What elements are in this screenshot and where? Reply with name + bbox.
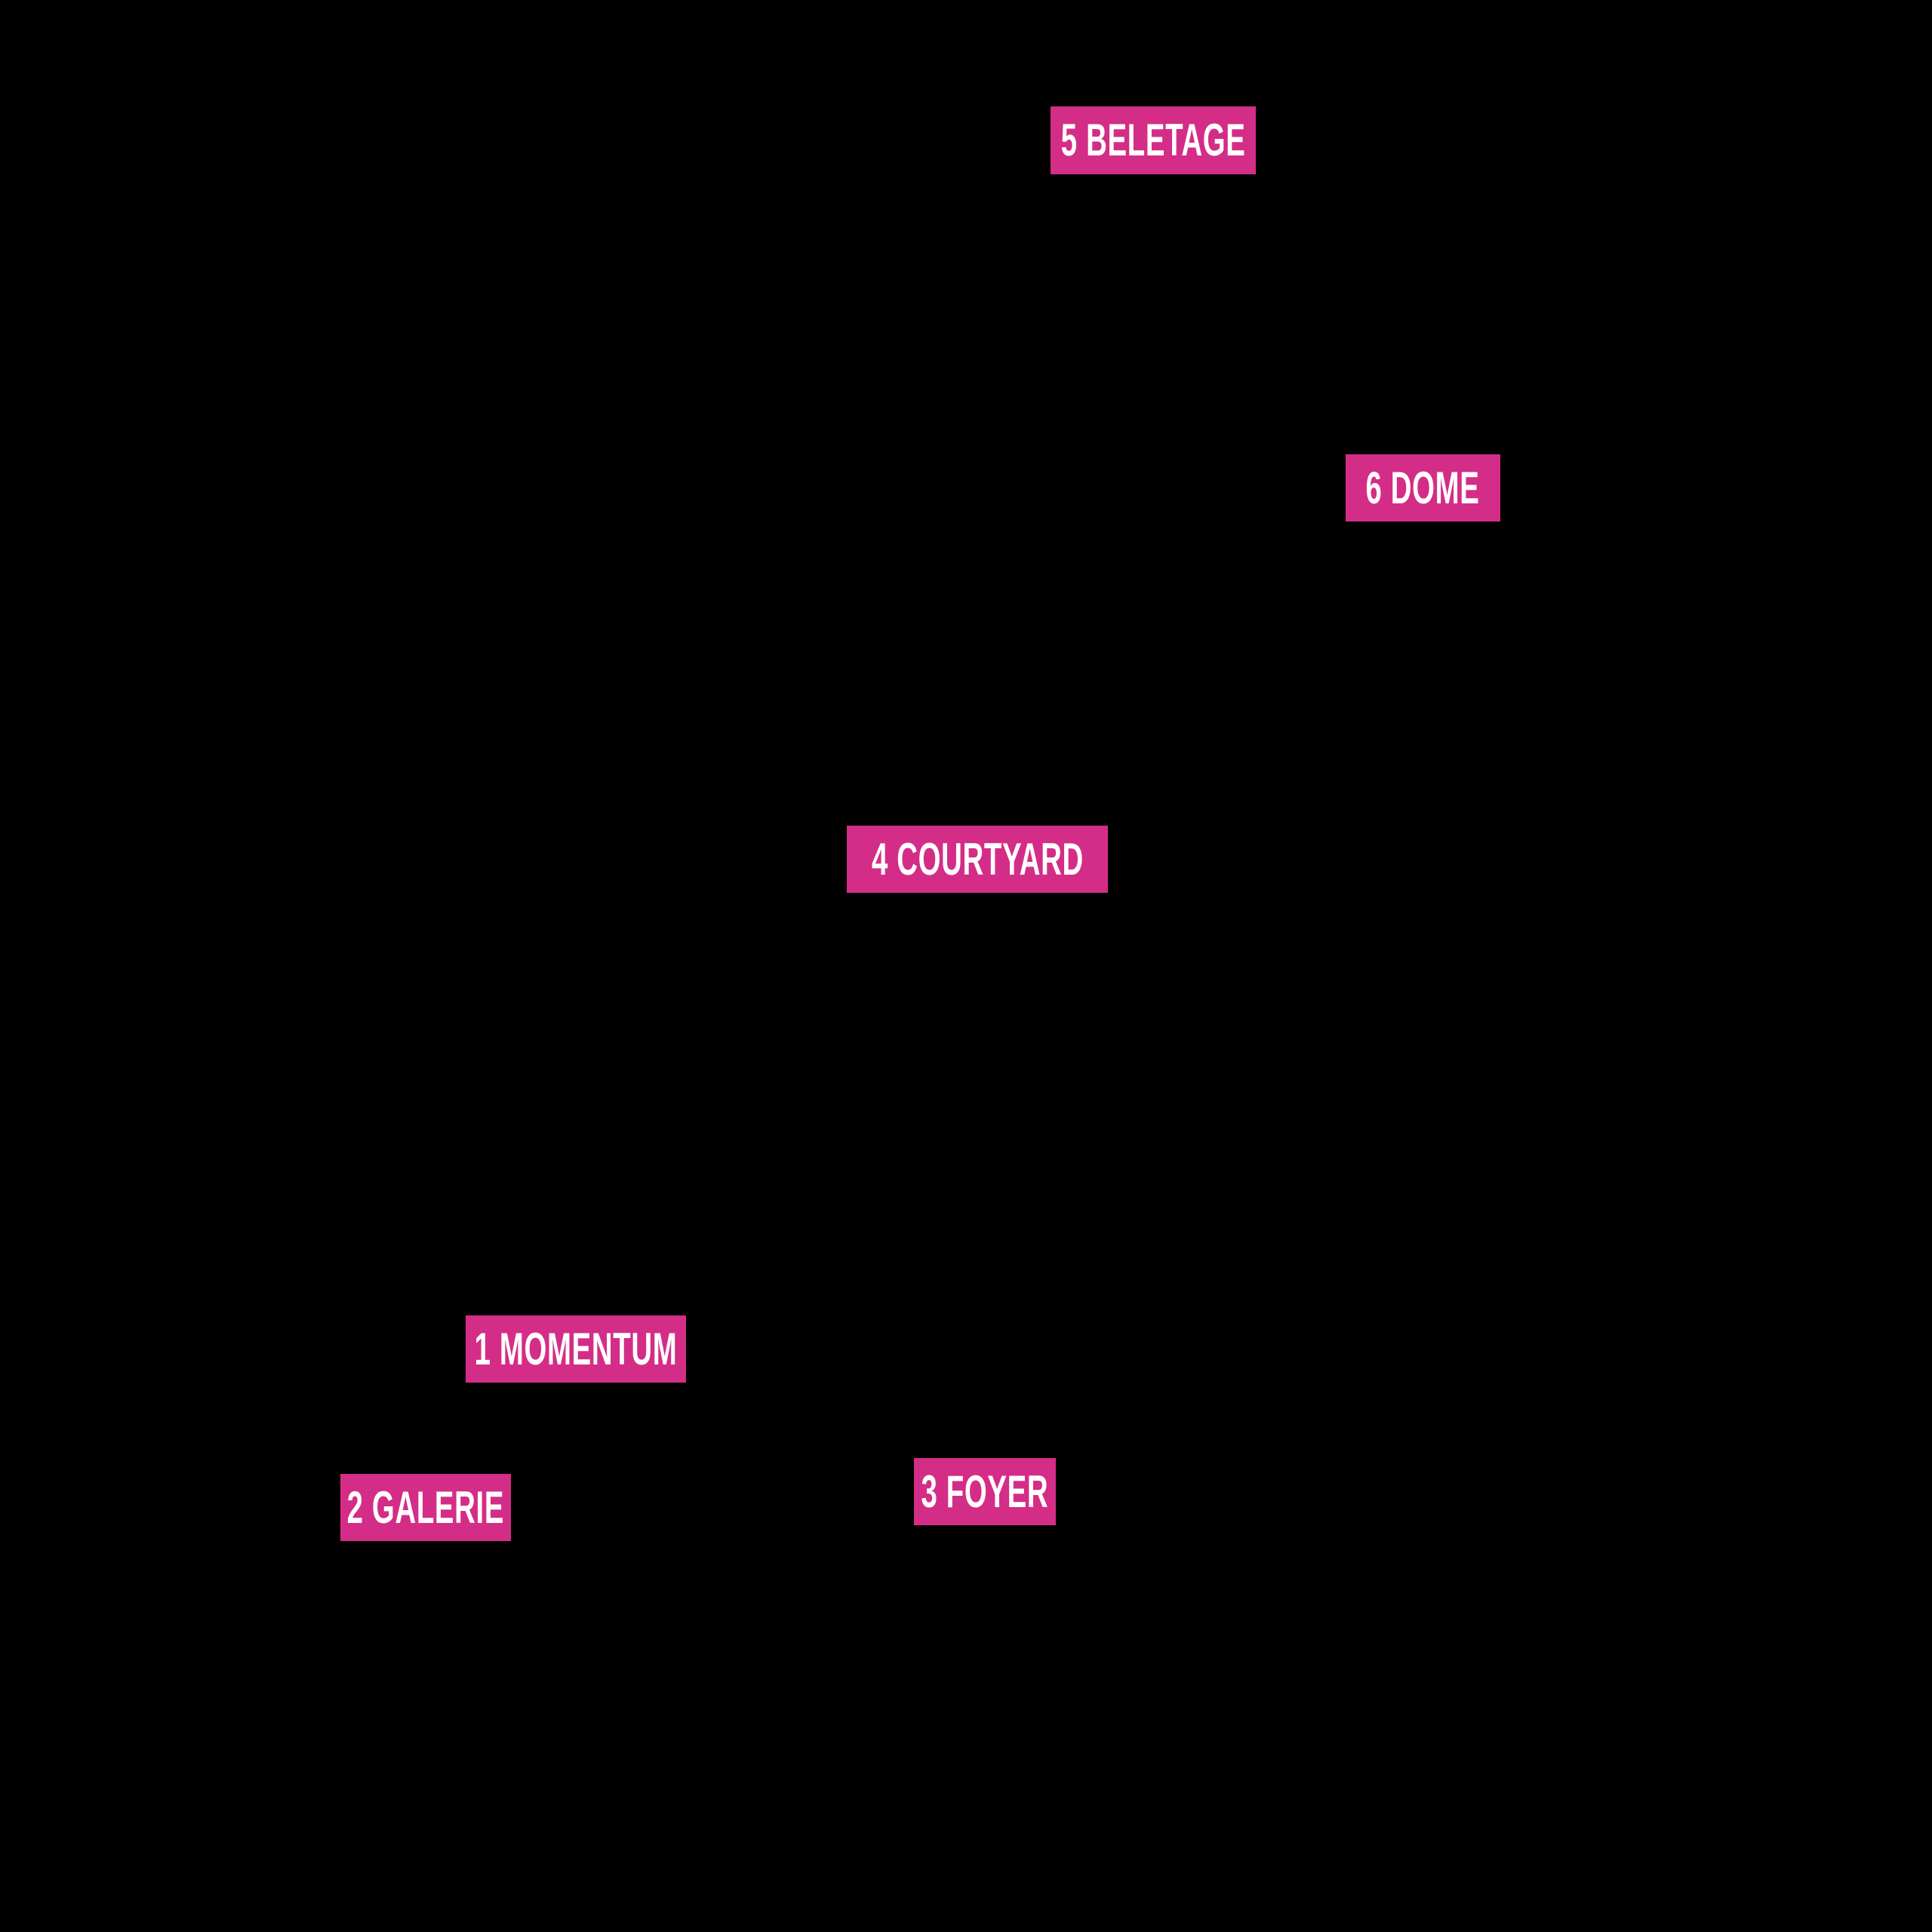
map-label-dome[interactable]: 6 DOME [1346, 454, 1500, 521]
map-label-galerie[interactable]: 2 GALERIE [340, 1474, 511, 1541]
map-label-momentum-text: 1 MOMENTUM [474, 1323, 678, 1374]
map-label-dome-text: 6 DOME [1365, 462, 1481, 513]
map-label-beletage-text: 5 BELETAGE [1060, 115, 1246, 165]
map-label-courtyard[interactable]: 4 COURTYARD [847, 826, 1108, 893]
map-label-momentum[interactable]: 1 MOMENTUM [466, 1315, 686, 1383]
map-label-foyer[interactable]: 3 FOYER [914, 1458, 1056, 1525]
map-label-beletage[interactable]: 5 BELETAGE [1051, 106, 1256, 174]
map-label-foyer-text: 3 FOYER [921, 1466, 1049, 1517]
map-label-galerie-text: 2 GALERIE [346, 1481, 505, 1533]
map-label-courtyard-text: 4 COURTYARD [871, 833, 1084, 884]
